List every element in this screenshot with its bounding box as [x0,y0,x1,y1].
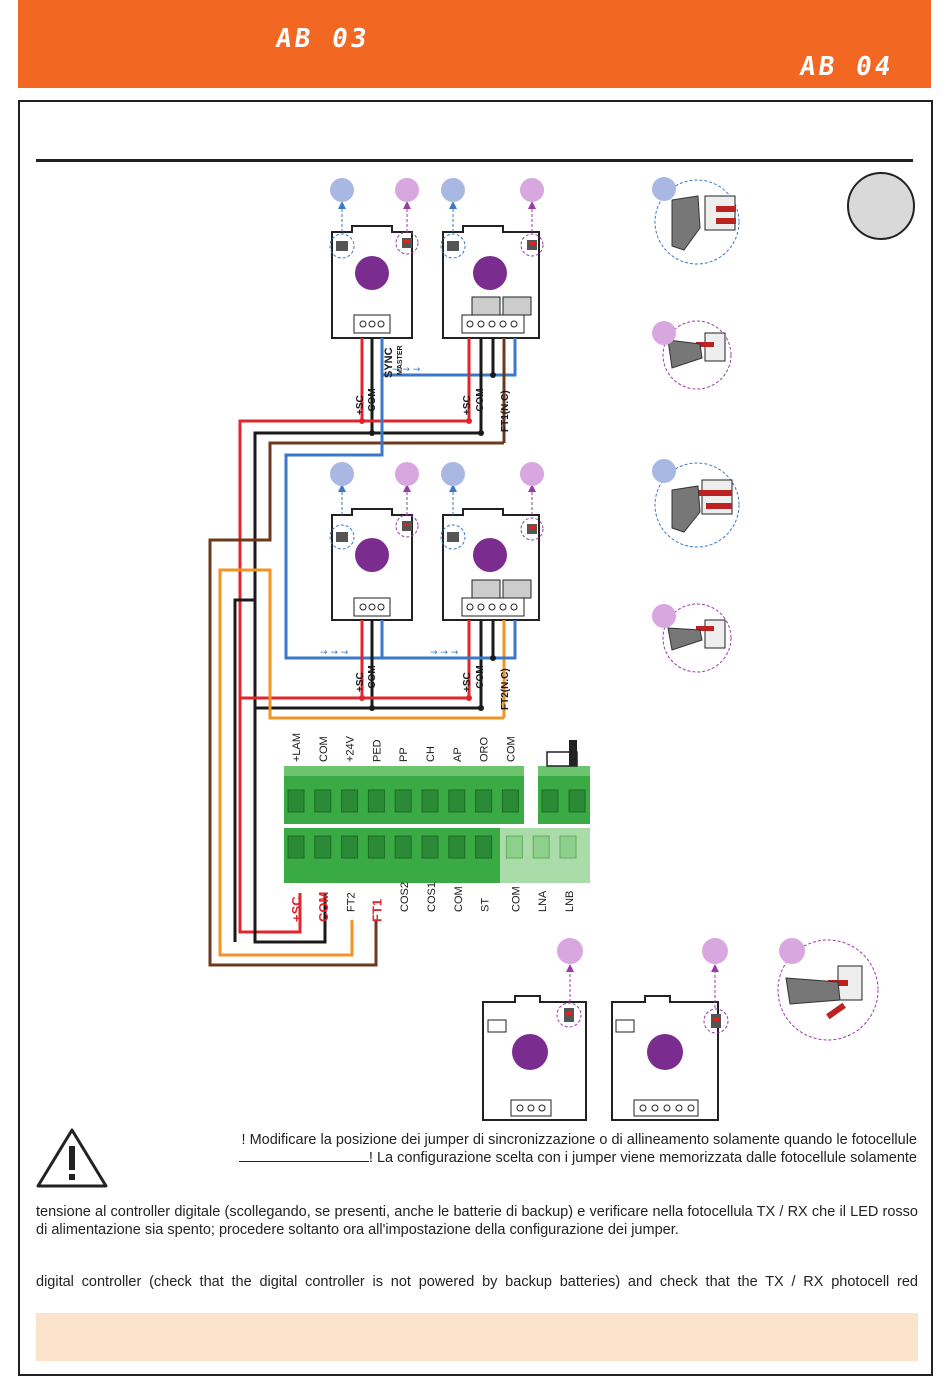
jumper-detail-align-2 [652,603,732,673]
terminal-slot [541,789,559,813]
note-bar [36,1313,918,1361]
terminal-slot [568,789,586,813]
label-sc: +SC [355,672,366,692]
terminal-label-top: AP [452,747,464,762]
align-jumper-marker [520,178,544,202]
terminal-slot [287,789,305,813]
jumper-detail-sync-1 [652,177,740,265]
align-jumper-marker [395,178,419,202]
jumper-detail-align-3 [777,938,879,1041]
svg-text:→ → →: → → → [392,365,421,375]
terminal-label-bottom: COS2 [399,882,411,912]
terminal-label-top: PED [371,739,383,762]
terminal-slot [448,835,466,859]
terminal-label-top: COM [318,736,330,762]
terminal-label-bottom: FT1 [369,899,384,922]
label-sc: +SC [355,395,366,415]
warning-text: ! Modificare la posizione dei jumper di … [155,1131,917,1167]
content-frame [18,100,933,1376]
terminal-block [284,740,590,883]
terminal-label-top: ORO [479,737,491,763]
label-ft1: FT1(N.C) [500,390,511,432]
terminal-slot [394,789,412,813]
terminal-label-bottom: COM [316,892,331,922]
terminal-slot [448,789,466,813]
sync-jumper-marker [330,178,354,202]
photocell-tx-1 [329,225,419,339]
label-sc: +SC [462,395,473,415]
terminal-slot [501,789,519,813]
paragraph-english: digital controller (check that the digit… [36,1274,918,1290]
terminal-label-top: CH [425,746,437,762]
terminal-slot [367,835,385,859]
label-com: -COM [367,665,378,692]
terminal-slot [314,835,332,859]
svg-text:→ → →: → → → [320,648,349,658]
terminal-label-top: PP [398,747,410,762]
terminal-label-bottom: FT2 [346,892,358,912]
terminal-slot [559,835,577,859]
terminal-label-bottom: LNA [537,890,549,912]
label-sync: SYNC [383,347,395,378]
terminal-slot [421,835,439,859]
jumper-detail-sync-2 [652,459,740,548]
title-rule [36,159,913,162]
terminal-label-bottom: LNB [564,891,576,912]
terminal-slot [287,835,305,859]
photocell-tx-standalone [482,995,587,1121]
terminal-label-bottom: COM [453,886,465,912]
terminal-slot [421,789,439,813]
header-bar: AB 03 AB 04 [18,0,931,88]
terminal-label-bottom: +SC [289,896,304,922]
terminal-slot [505,835,523,859]
terminal-label-bottom: COM [510,886,522,912]
terminal-slot [394,835,412,859]
photocell-rx-2 [440,508,544,621]
photocell-tx-2 [329,508,419,621]
terminal-slot [367,789,385,813]
terminal-label-top: +24V [345,735,357,762]
terminal-label-top: COM [505,736,517,762]
label-ft2: FT2(N.C) [500,668,511,710]
label-master: MASTER [397,345,404,375]
photocell-rx-standalone [611,995,729,1121]
terminal-label-bottom: COS1 [426,882,438,912]
paragraph-italian: tensione al controller digitale (scolleg… [36,1204,918,1238]
warning-icon [36,1128,108,1188]
terminal-slot [341,835,359,859]
terminal-label-top: +LAM [291,733,303,762]
label-com: -COM [367,388,378,415]
terminal-slot [475,835,493,859]
terminal-slot [475,789,493,813]
wires [208,338,517,967]
terminal-slot [532,835,550,859]
label-sc: +SC [462,672,473,692]
jumper-detail-align-1 [652,320,732,390]
label-com: -COM [475,665,486,692]
step-number-circle [847,172,915,240]
label-com: -COM [475,388,486,415]
terminal-slot [314,789,332,813]
svg-text:→ → →: → → → [430,648,459,658]
sync-jumper-marker [441,178,465,202]
terminal-slot [341,789,359,813]
terminal-label-bottom: ST [480,898,492,912]
photocell-rx-1 [440,225,544,339]
